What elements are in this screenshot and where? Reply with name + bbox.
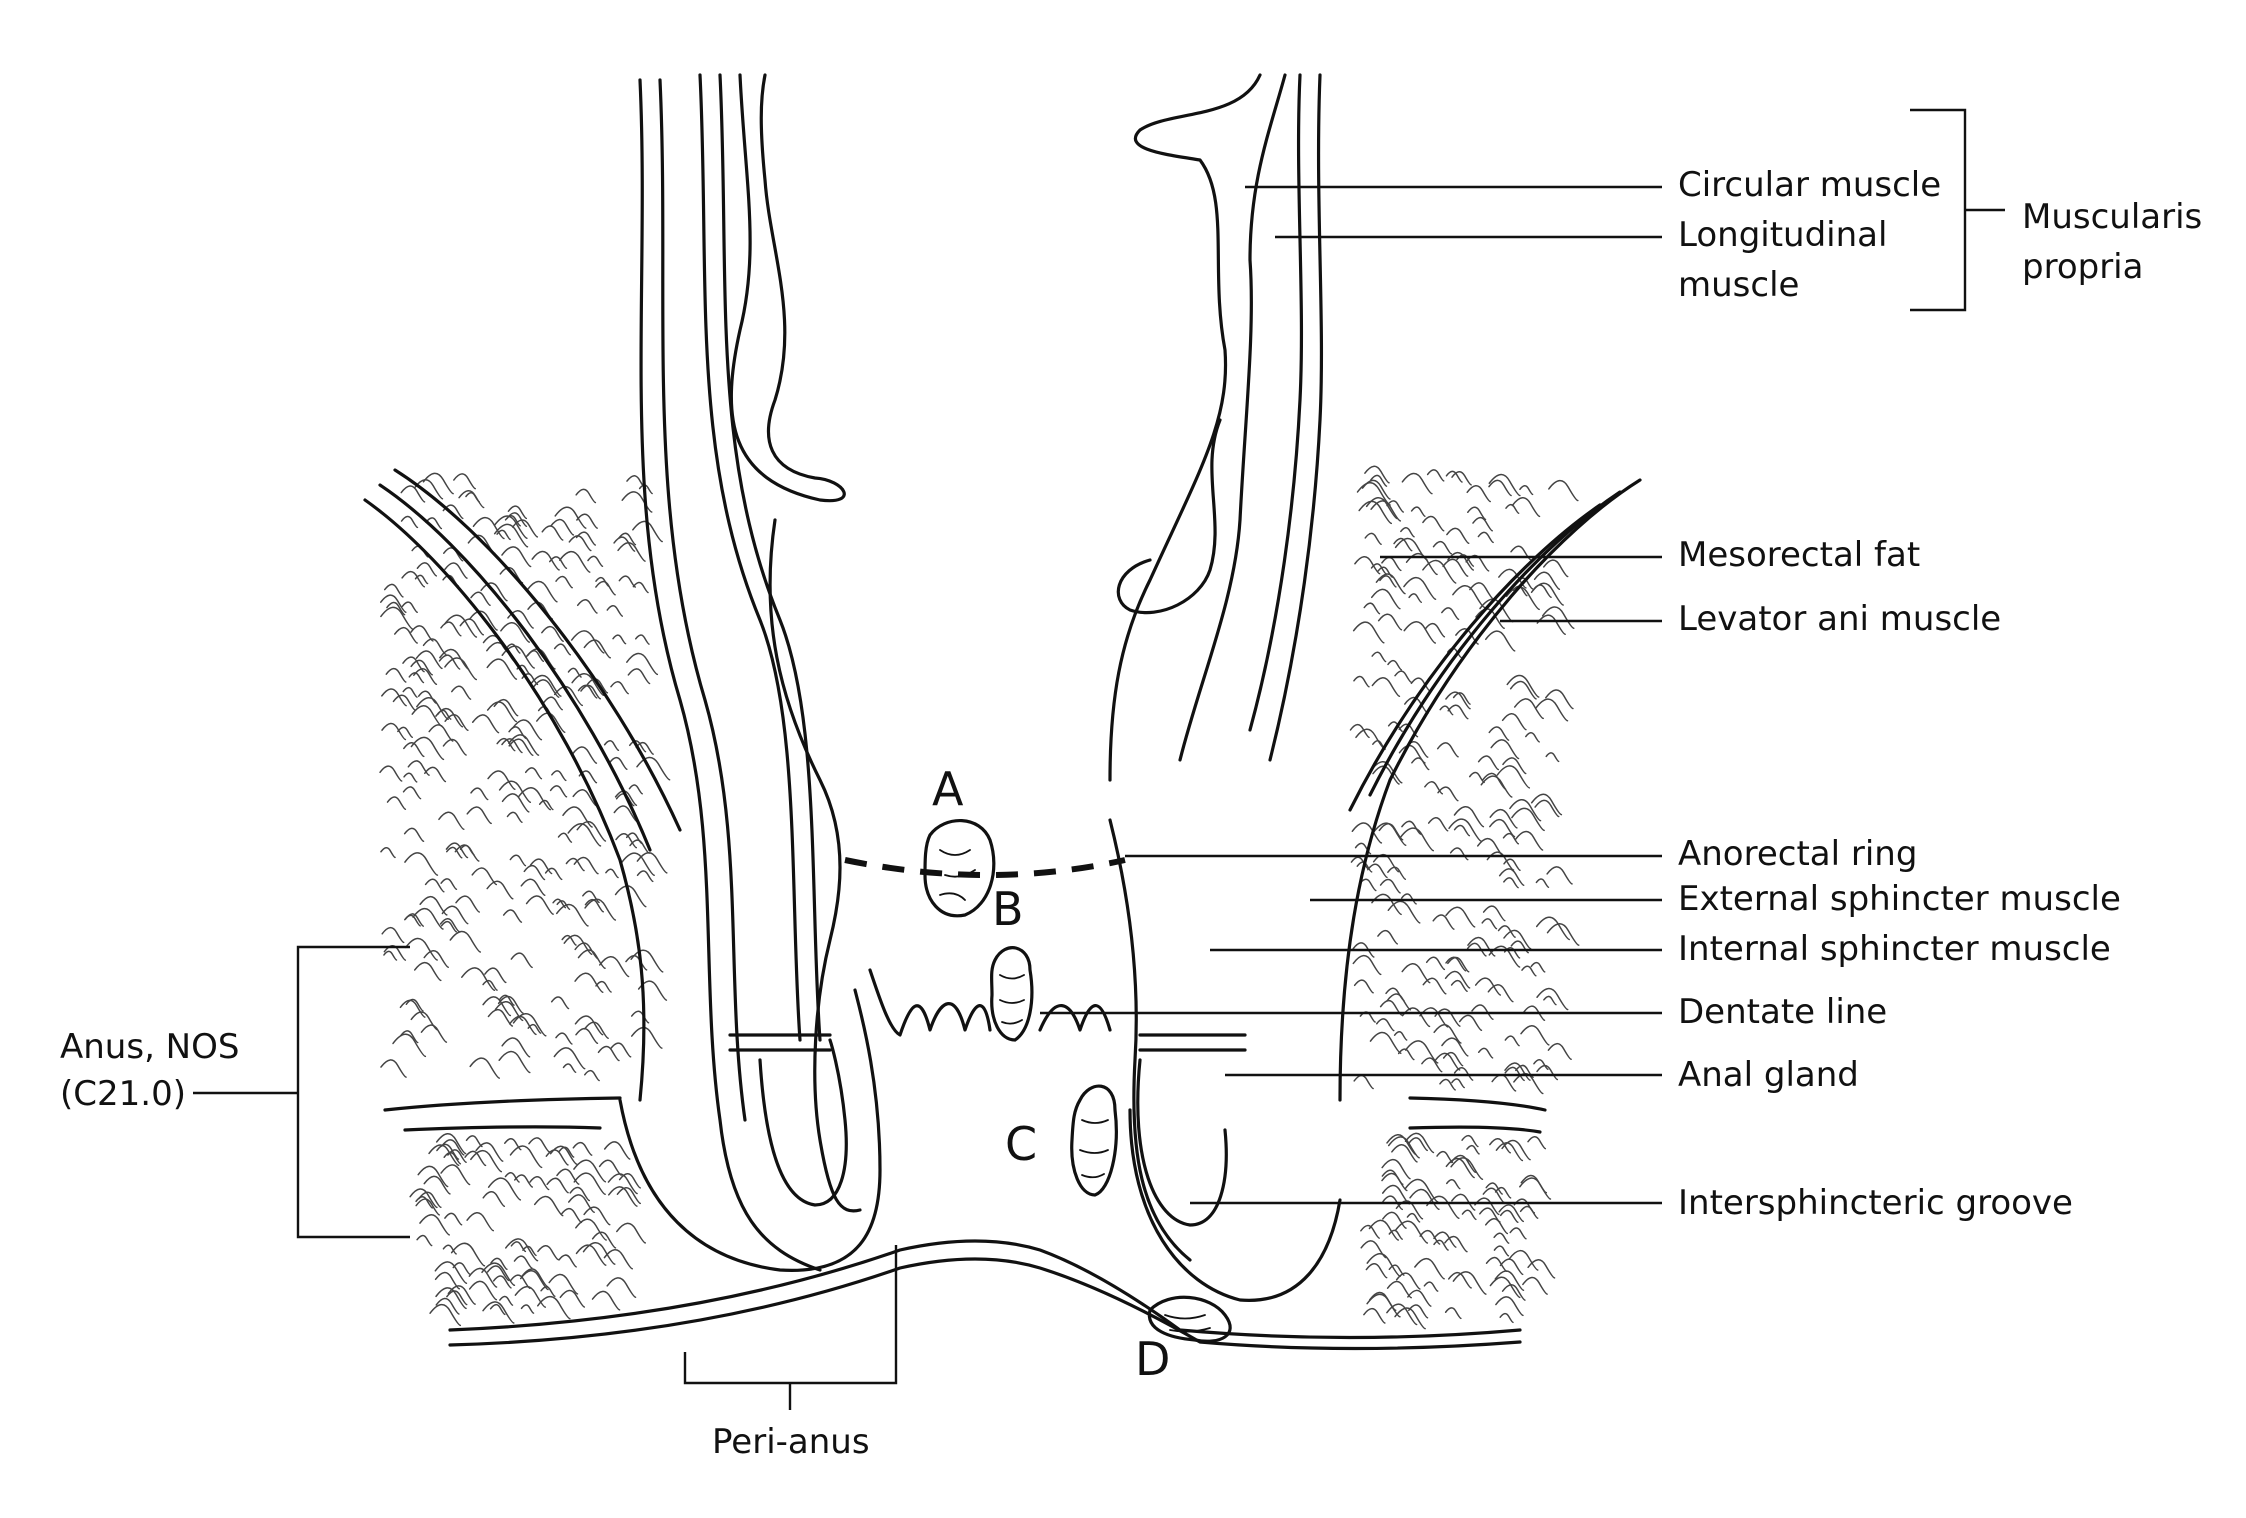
label-longitudinal-muscle-line1: Longitudinal — [1678, 215, 1887, 255]
rectal-wall-right — [1108, 73, 1324, 1262]
label-longitudinal-muscle-line2: muscle — [1678, 265, 1799, 305]
lesion-b-label: B — [992, 882, 1024, 936]
anorectal-ring-dashed-line — [844, 857, 1126, 878]
levator-ani-bands — [363, 468, 1642, 1102]
label-muscularis-propria-line2: propria — [2022, 247, 2143, 287]
tissue-planes — [383, 1096, 1547, 1351]
label-dentate-line: Dentate line — [1678, 992, 1887, 1032]
fat-tissue-bottom-left — [409, 1133, 647, 1327]
label-group-right: Circular muscle Longitudinal muscle Musc… — [1678, 165, 2202, 1223]
lesion-d-label: D — [1135, 1332, 1170, 1386]
label-mesorectal-fat: Mesorectal fat — [1678, 535, 1920, 575]
label-anorectal-ring: Anorectal ring — [1678, 834, 1917, 874]
label-circular-muscle: Circular muscle — [1678, 165, 1941, 205]
label-peri-anus: Peri-anus — [712, 1422, 870, 1462]
fat-tissue-left — [379, 472, 671, 1082]
label-levator-ani: Levator ani muscle — [1678, 599, 2001, 639]
lesion-a — [923, 819, 996, 918]
fat-tissue-bottom-right — [1360, 1132, 1556, 1330]
label-anus-nos-line2: (C21.0) — [60, 1074, 186, 1114]
anal-folds — [868, 968, 1112, 1037]
lesion-d — [1147, 1295, 1232, 1343]
label-internal-sphincter: Internal sphincter muscle — [1678, 929, 2111, 969]
label-anal-gland: Anal gland — [1678, 1055, 1859, 1095]
sphincter-complex — [618, 988, 1342, 1302]
lesion-c — [1070, 1084, 1118, 1197]
label-anus-nos-line1: Anus, NOS — [60, 1027, 239, 1067]
lesion-a-label: A — [932, 762, 964, 816]
label-external-sphincter: External sphincter muscle — [1678, 879, 2121, 919]
label-muscularis-propria-line1: Muscularis — [2022, 197, 2202, 237]
lesion-c-label: C — [1005, 1117, 1037, 1171]
rectal-wall-left — [638, 73, 862, 1272]
lesion-b — [990, 946, 1034, 1042]
leader-lines — [193, 108, 2005, 1410]
label-intersphincteric-groove: Intersphincteric groove — [1678, 1183, 2073, 1223]
